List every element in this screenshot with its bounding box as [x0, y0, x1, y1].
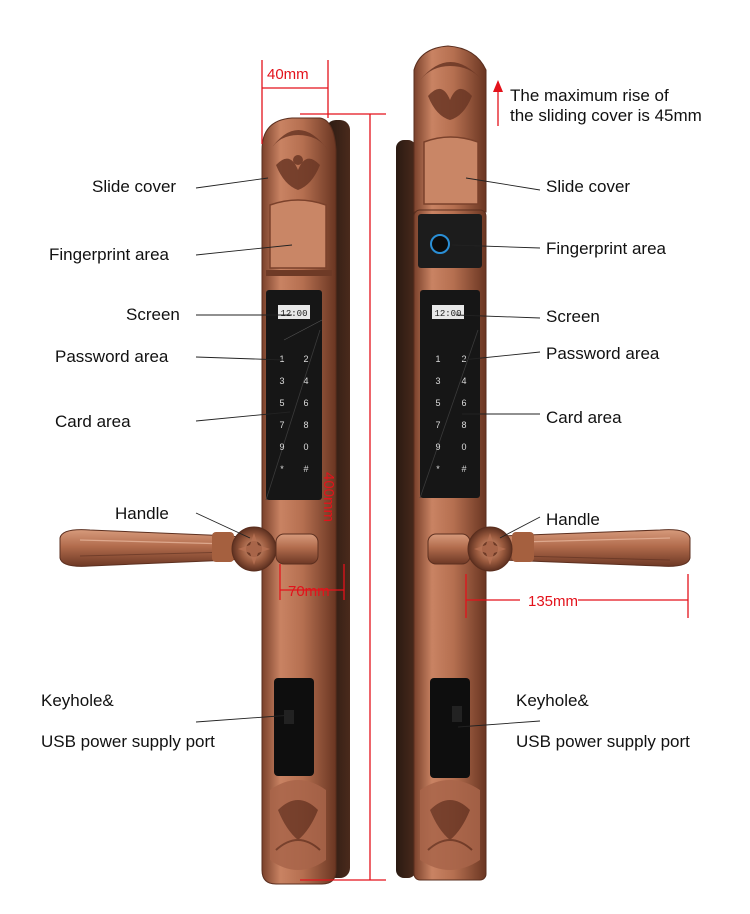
keypad-key: 1 [435, 354, 440, 364]
right-label-keyhole: Keyhole& [516, 691, 589, 710]
left-label-screen: Screen [126, 305, 180, 324]
keypad-key: 7 [279, 420, 284, 430]
left-lock: 12:00 1 2 3 4 5 6 7 8 9 0 * # [59, 117, 350, 885]
left-label-card: Card area [55, 412, 131, 431]
rise-arrow-icon [493, 80, 503, 92]
keypad-key: 8 [461, 420, 466, 430]
right-label-password: Password area [546, 344, 660, 363]
keypad-key: 3 [435, 376, 440, 386]
keypad-key: * [280, 464, 284, 474]
keypad-key: 1 [279, 354, 284, 364]
keypad-key: 2 [303, 354, 308, 364]
dim-handle-offset: 70mm [288, 583, 330, 600]
right-handle [427, 526, 691, 572]
right-screen-time: 12:00 [434, 309, 461, 319]
keypad-key: 0 [303, 442, 308, 452]
keypad-key: * [436, 464, 440, 474]
right-top-ornament [420, 62, 482, 120]
dim-width-top: 40mm [267, 66, 309, 83]
keypad-key: # [303, 464, 308, 474]
keypad-key: 4 [461, 376, 466, 386]
left-label-handle: Handle [115, 504, 169, 523]
keypad-key: 5 [279, 398, 284, 408]
left-label-usb: USB power supply port [41, 732, 215, 751]
left-label-keyhole: Keyhole& [41, 691, 114, 710]
left-label-slide-cover: Slide cover [92, 177, 177, 196]
right-label-usb: USB power supply port [516, 732, 690, 751]
keypad-key: 2 [461, 354, 466, 364]
right-label-fingerprint: Fingerprint area [546, 239, 667, 258]
right-bottom-ornament [420, 780, 480, 870]
left-keypad: 1 2 3 4 5 6 7 8 9 0 * # [279, 354, 308, 474]
left-top-ornament [270, 130, 328, 190]
leader-lines [195, 177, 541, 728]
left-screen-time: 12:00 [280, 309, 307, 319]
right-label-card: Card area [546, 408, 622, 427]
keypad-key: 9 [435, 442, 440, 452]
left-handle [59, 526, 319, 572]
right-keypad: 1 2 3 4 5 6 7 8 9 0 * # [435, 354, 466, 474]
keypad-key: # [461, 464, 466, 474]
keypad-key: 0 [461, 442, 466, 452]
keypad-key: 6 [461, 398, 466, 408]
keypad-key: 3 [279, 376, 284, 386]
keypad-key: 7 [435, 420, 440, 430]
right-label-handle: Handle [546, 510, 600, 529]
keypad-key: 8 [303, 420, 308, 430]
left-label-fingerprint: Fingerprint area [49, 245, 170, 264]
left-label-password: Password area [55, 347, 169, 366]
right-lock: 12:00 1 2 3 4 5 6 7 8 9 0 * # [396, 45, 691, 881]
dimension-lines [261, 60, 689, 881]
right-label-slide-cover: Slide cover [546, 177, 631, 196]
keypad-key: 5 [435, 398, 440, 408]
keypad-key: 6 [303, 398, 308, 408]
keypad-key: 4 [303, 376, 308, 386]
dim-height: 400mm [320, 472, 337, 523]
right-label-screen: Screen [546, 307, 600, 326]
left-bottom-ornament [270, 780, 326, 870]
dim-handle-length: 135mm [528, 593, 579, 610]
rise-note-line1: The maximum rise of [510, 86, 669, 105]
rise-note-line2: the sliding cover is 45mm [510, 106, 702, 125]
keypad-key: 9 [279, 442, 284, 452]
